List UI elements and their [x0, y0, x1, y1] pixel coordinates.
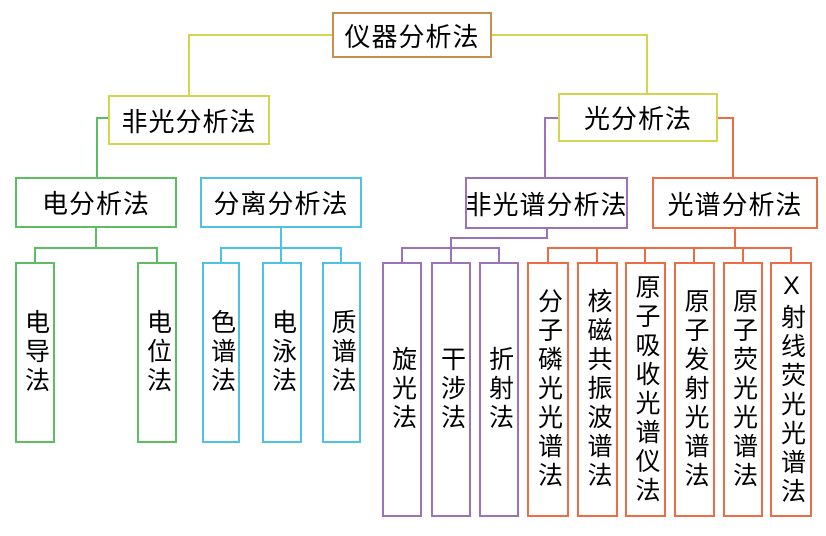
node-spectroscopic-analysis: 光谱分析法 — [652, 177, 818, 229]
connector-non-optical-to-electro — [96, 117, 108, 177]
leaf-polarimetry-label: 旋光法 — [388, 346, 417, 433]
leaf-atomic-emission-spectroscopy: 原子发射光谱法 — [674, 262, 715, 517]
leaf-potentiometry: 电位法 — [137, 262, 177, 443]
leaf-chromatography: 色谱法 — [202, 262, 240, 443]
node-optical-analysis: 光分析法 — [558, 93, 718, 142]
node-separation-analysis: 分离分析法 — [200, 177, 362, 228]
leaf-mass-spectrometry: 质谱法 — [322, 262, 361, 443]
leaf-conductometry: 电导法 — [15, 262, 55, 443]
leaf-xray-fluorescence-label: X射线荧光光谱法 — [777, 272, 806, 507]
leaf-conductometry-label: 电导法 — [21, 309, 50, 396]
leaf-potentiometry-label: 电位法 — [143, 309, 172, 396]
leaf-nmr-spectroscopy: 核磁共振波谱法 — [577, 262, 618, 517]
connector-root-to-optical — [492, 34, 648, 93]
leaf-atomic-absorption-label: 原子吸收光谱仪法 — [632, 273, 660, 506]
leaf-atomic-fluorescence-spectroscopy: 原子荧光光谱法 — [723, 262, 763, 517]
leaf-xray-fluorescence-spectroscopy: X射线荧光光谱法 — [770, 262, 812, 517]
connector-electro-rail — [34, 247, 158, 262]
node-electroanalysis: 电分析法 — [15, 177, 177, 228]
leaf-mass-spectrometry-label: 质谱法 — [328, 309, 356, 396]
leaf-polarimetry: 旋光法 — [382, 262, 422, 517]
leaf-electrophoresis: 电泳法 — [262, 262, 302, 443]
leaf-refractometry: 折射法 — [479, 262, 519, 517]
leaf-electrophoresis-label: 电泳法 — [268, 309, 297, 396]
leaf-molecular-phosphorescence-label: 分子磷光光谱法 — [534, 288, 563, 491]
leaf-chromatography-label: 色谱法 — [207, 309, 236, 396]
connector-optical-to-spectroscopic — [718, 117, 734, 177]
leaf-molecular-phosphorescence-spectroscopy: 分子磷光光谱法 — [527, 262, 569, 517]
leaf-atomic-absorption-spectroscopy: 原子吸收光谱仪法 — [625, 262, 666, 517]
node-non-spectroscopic-analysis: 非光谱分析法 — [465, 177, 628, 229]
leaf-nmr-spectroscopy-label: 核磁共振波谱法 — [584, 288, 612, 491]
connector-root-to-non-optical — [188, 34, 332, 95]
connector-optical-to-non-spectroscopic — [544, 117, 558, 177]
leaf-atomic-emission-label: 原子发射光谱法 — [681, 288, 709, 491]
leaf-interferometry-label: 干涉法 — [437, 346, 466, 433]
connector-non-spectroscopic-elbow — [450, 229, 548, 248]
leaf-atomic-fluorescence-label: 原子荧光光谱法 — [729, 288, 758, 491]
leaf-refractometry-label: 折射法 — [485, 346, 514, 433]
node-non-optical-analysis: 非光分析法 — [108, 95, 270, 145]
node-instrumental-analysis: 仪器分析法 — [332, 12, 492, 58]
leaf-interferometry: 干涉法 — [431, 262, 471, 517]
connector-spectroscopic-rail — [547, 247, 792, 262]
